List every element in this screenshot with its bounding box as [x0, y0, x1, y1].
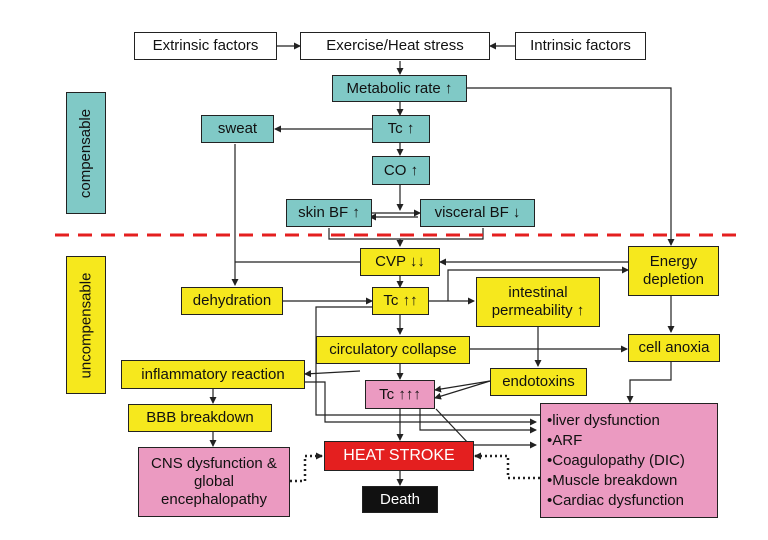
heat-stroke-node: HEAT STROKE: [324, 441, 474, 471]
arrow-tc2-to-energy: [447, 266, 629, 301]
line-inflammatory-right: [305, 381, 537, 426]
arrow-tc3-to-organ: [419, 409, 537, 434]
line-bf-merge: [328, 228, 484, 240]
sweat-node: sweat: [201, 115, 274, 143]
visceral-blood-flow-node: visceral BF ↓: [420, 199, 535, 227]
death-node: Death: [362, 486, 438, 513]
skin-blood-flow-node: skin BF ↑: [286, 199, 372, 227]
cns-dysfunction-node: CNS dysfunction & global encephalopathy: [138, 447, 290, 517]
dotted-cns-to-heatstroke: [290, 452, 323, 483]
organ-dysfunction-list: •liver dysfunction •ARF •Coagulopathy (D…: [540, 403, 718, 518]
organ-item: •ARF: [547, 431, 583, 449]
bbb-breakdown-node: BBB breakdown: [128, 404, 272, 432]
cardiac-output-node: CO ↑: [372, 156, 430, 185]
dehydration-node: dehydration: [181, 287, 283, 315]
arrow-tc2-to-inflammatory: [304, 370, 361, 378]
arrow-metabolic-to-energy: [467, 87, 675, 246]
circulatory-collapse-node: circulatory collapse: [316, 336, 470, 364]
extrinsic-factors-node: Extrinsic factors: [134, 32, 277, 60]
arrow-endotoxins-to-tc3-b: [434, 380, 491, 400]
organ-item: •Cardiac dysfunction: [547, 491, 684, 509]
core-temperature-node-3: Tc ↑↑↑: [365, 380, 435, 409]
cell-anoxia-node: cell anoxia: [628, 334, 720, 362]
intrinsic-factors-node: Intrinsic factors: [515, 32, 646, 60]
endotoxins-node: endotoxins: [490, 368, 587, 396]
organ-item: •Coagulopathy (DIC): [547, 451, 685, 469]
energy-depletion-node: Energy depletion: [628, 246, 719, 296]
exercise-heat-stress-node: Exercise/Heat stress: [300, 32, 490, 60]
cvp-node: CVP ↓↓: [360, 248, 440, 276]
intestinal-permeability-node: intestinal permeability ↑: [476, 277, 600, 327]
core-temperature-node-2: Tc ↑↑: [372, 287, 429, 315]
core-temperature-node-1: Tc ↑: [372, 115, 430, 143]
dotted-organ-to-heatstroke: [474, 452, 540, 480]
inflammatory-reaction-node: inflammatory reaction: [121, 360, 305, 389]
compensable-label: compensable: [66, 92, 106, 214]
uncompensable-label: uncompensable: [66, 256, 106, 394]
metabolic-rate-node: Metabolic rate ↑: [332, 75, 467, 102]
organ-item: •liver dysfunction: [547, 411, 660, 429]
organ-item: •Muscle breakdown: [547, 471, 678, 489]
arrow-anoxia-to-organ: [626, 362, 672, 403]
arrow-endotoxins-to-tc3: [434, 380, 491, 393]
